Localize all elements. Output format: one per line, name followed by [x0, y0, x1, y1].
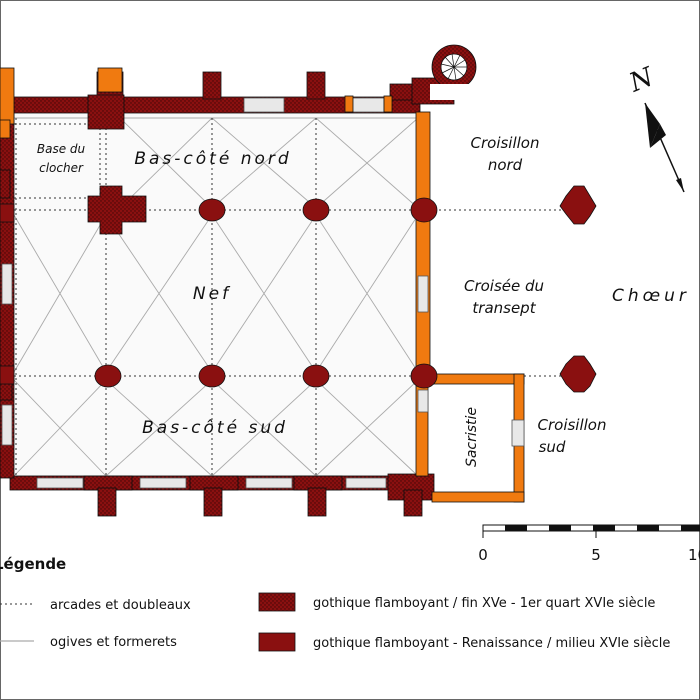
scale-tick-0: 0 — [478, 546, 488, 564]
label-croisillon-nord-2: nord — [488, 156, 523, 174]
scale-tick-5: 5 — [591, 546, 601, 564]
vault-area — [14, 113, 419, 479]
windows — [1, 97, 387, 489]
legend-milieu-xvie: gothique flamboyant - Renaissance / mili… — [313, 636, 670, 651]
label-bas-cote-nord: Bas-côté nord — [134, 149, 291, 169]
label-croisillon-sud-1: Croisillon — [538, 416, 607, 434]
label-sacristie: Sacristie — [464, 407, 480, 467]
legend-swatch-milieu-xvie — [258, 632, 296, 652]
piers — [0, 185, 597, 393]
label-croisee-2: transept — [472, 299, 536, 317]
pier-cluster — [87, 185, 147, 235]
legend: Légende arcades et doubleaux ogives et f… — [0, 555, 670, 652]
legend-title: Légende — [0, 555, 66, 573]
label-nef: Nef — [193, 284, 231, 304]
legend-fin-xve: gothique flamboyant / fin XVe - 1er quar… — [313, 596, 655, 611]
room-labels: Base du clocher Bas-côté nord Nef Bas-cô… — [37, 134, 690, 467]
label-croisee-1: Croisée du — [464, 277, 544, 295]
north-letter: N — [624, 62, 658, 99]
scale-tick-10: 10 — [688, 546, 700, 564]
scale-bar: 0 5 10 — [478, 524, 700, 564]
legend-ogives: ogives et formerets — [50, 635, 177, 650]
ogives — [13, 117, 419, 477]
label-base-clocher-1: Base du — [37, 142, 86, 156]
label-base-clocher-2: clocher — [39, 161, 84, 175]
label-croisillon-sud-2: sud — [539, 438, 566, 456]
north-arrow-icon: N — [624, 62, 685, 193]
label-choeur: Chœur — [612, 286, 690, 306]
stair-steps-icon — [440, 53, 467, 81]
label-croisillon-nord-1: Croisillon — [471, 134, 540, 152]
label-bas-cote-sud: Bas-côté sud — [142, 418, 288, 438]
legend-arcades: arcades et doubleaux — [50, 598, 191, 613]
legend-swatch-fin-xve — [258, 592, 296, 612]
